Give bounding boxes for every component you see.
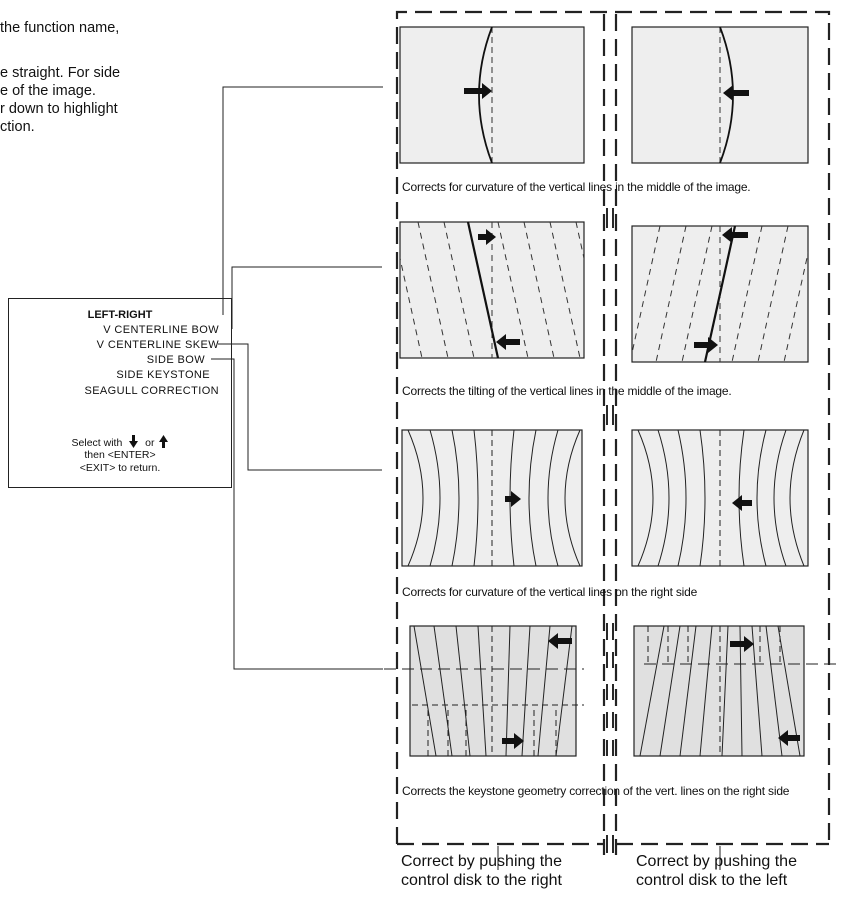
menu-item-side-bow[interactable]: SIDE BOW bbox=[146, 354, 205, 366]
caption-side-keystone: Corrects the keystone geometry correctio… bbox=[402, 784, 790, 798]
caption-side-bow: Corrects for curvature of the vertical l… bbox=[402, 585, 698, 599]
diagram-keystone-right bbox=[384, 625, 584, 757]
diagram-sidebow-right bbox=[401, 429, 583, 567]
menu-footer-or: or bbox=[145, 437, 155, 449]
connector-lines bbox=[211, 86, 383, 670]
menu-footer-enter: then <ENTER> bbox=[84, 449, 156, 461]
menu-footer-select: Select with or bbox=[9, 435, 231, 451]
diagram-skew-right bbox=[399, 221, 585, 359]
left-right-menu: LEFT-RIGHT V CENTERLINE BOW V CENTERLINE… bbox=[8, 298, 232, 488]
intro-line-2: e straight. For side bbox=[0, 65, 121, 81]
diagram-sidebow-left bbox=[631, 429, 809, 567]
diagram-skew-left bbox=[631, 225, 809, 363]
menu-item-v-centerline-bow[interactable]: V CENTERLINE BOW bbox=[103, 324, 219, 336]
center-separators bbox=[606, 208, 614, 853]
menu-item-v-centerline-skew[interactable]: V CENTERLINE SKEW bbox=[96, 339, 219, 351]
up-arrow-icon bbox=[159, 435, 169, 451]
menu-footer-select-label: Select with bbox=[71, 437, 123, 449]
dashed-frame bbox=[395, 10, 831, 855]
caption-centerline-skew: Corrects the tilting of the vertical lin… bbox=[402, 384, 732, 398]
diagram-keystone-left bbox=[633, 625, 838, 757]
label-leaders bbox=[497, 846, 721, 870]
intro-line-1: the function name, bbox=[0, 20, 120, 36]
menu-item-seagull-correction[interactable]: SEAGULL CORRECTION bbox=[84, 385, 219, 397]
intro-line-4: r down to highlight bbox=[0, 101, 118, 117]
label-push-left: Correct by pushing the control disk to t… bbox=[636, 853, 797, 889]
intro-line-3: e of the image. bbox=[0, 83, 96, 99]
menu-footer-exit: <EXIT> to return. bbox=[79, 462, 161, 474]
menu-title: LEFT-RIGHT bbox=[87, 309, 153, 321]
label-push-right: Correct by pushing the control disk to t… bbox=[401, 853, 562, 889]
down-arrow-icon bbox=[129, 435, 139, 451]
diagram-bow-left bbox=[631, 26, 809, 164]
intro-line-5: ction. bbox=[0, 119, 35, 135]
caption-centerline-bow: Corrects for curvature of the vertical l… bbox=[402, 180, 751, 194]
menu-item-side-keystone[interactable]: SIDE KEYSTONE bbox=[116, 369, 210, 381]
diagram-bow-right bbox=[399, 26, 585, 164]
